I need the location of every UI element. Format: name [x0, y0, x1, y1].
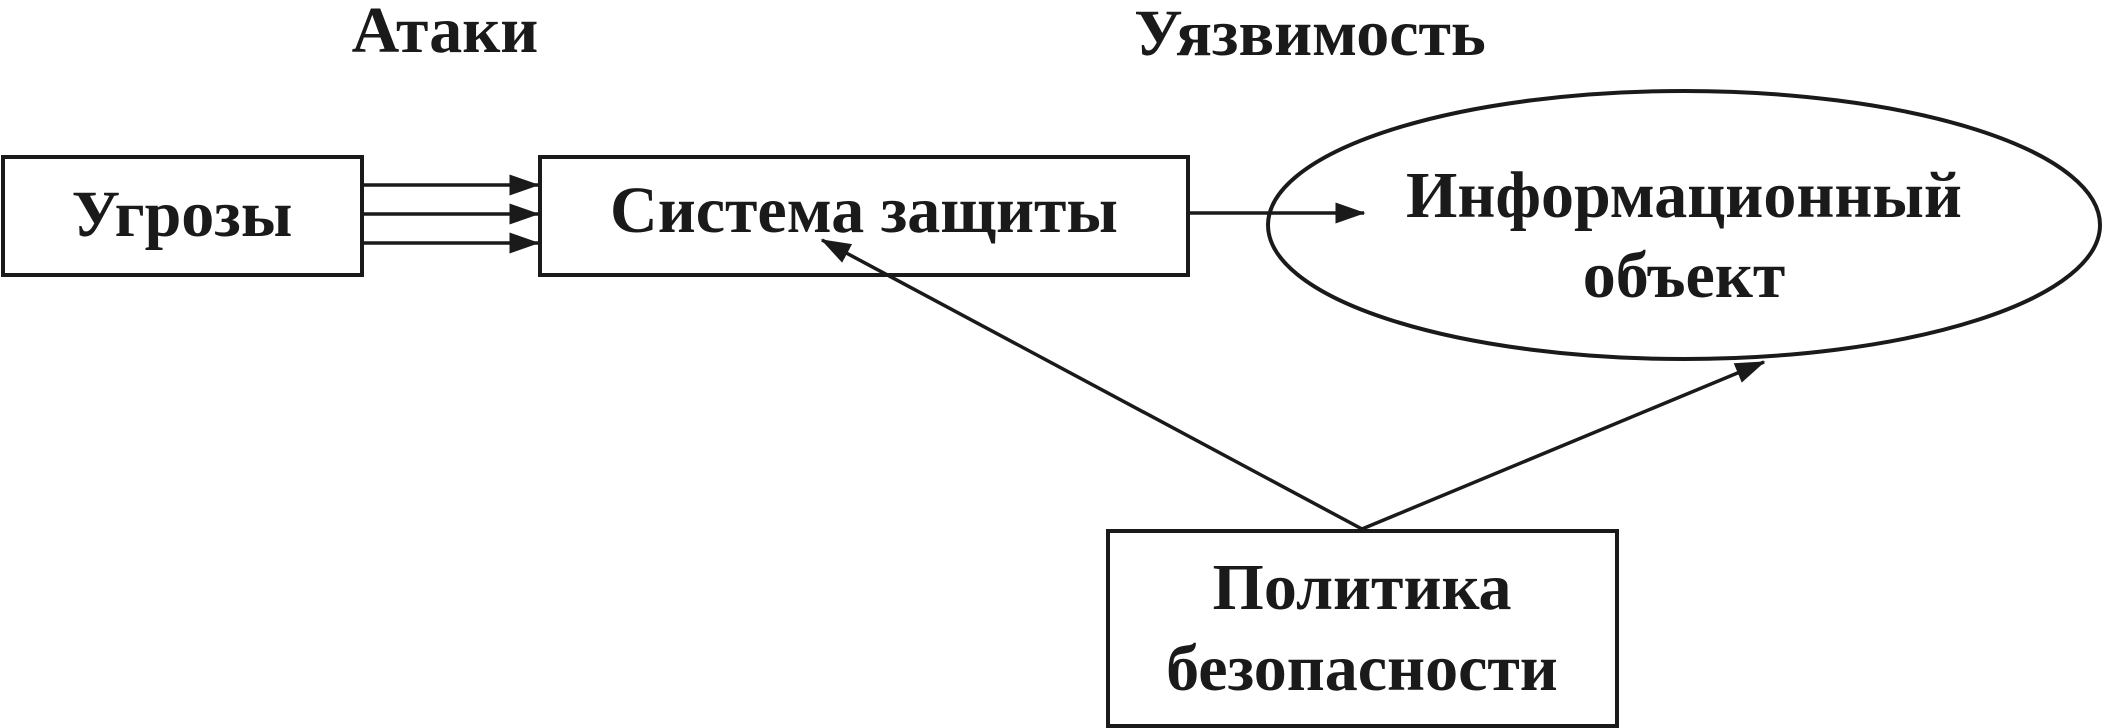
- security-policy-label-line1: Политика: [1213, 551, 1512, 624]
- label-vulnerability: Уязвимость: [1134, 0, 1486, 70]
- information-object-label-line1: Информационный: [1406, 159, 1962, 232]
- information-object-ellipse: [1266, 89, 2102, 361]
- security-policy-label-line2: безопасности: [1166, 632, 1558, 705]
- arrows-threats-to-protection: [364, 174, 540, 254]
- threats-label: Угрозы: [72, 178, 293, 251]
- protection-system-box: [538, 155, 1190, 277]
- node-threats: Угрозы: [1, 155, 364, 277]
- arrow-policy-to-protection: [820, 238, 1363, 531]
- threats-box: [1, 155, 364, 277]
- label-attacks: Атаки: [352, 0, 539, 67]
- node-protection-system: Система защиты: [538, 155, 1190, 277]
- security-policy-box: [1106, 529, 1619, 728]
- protection-system-label: Система защиты: [610, 174, 1118, 247]
- node-security-policy: Политика безопасности: [1106, 529, 1619, 728]
- arrow-policy-to-object: [1361, 360, 1766, 531]
- information-object-label-line2: объект: [1583, 239, 1786, 312]
- node-information-object: Информационный объект: [1266, 89, 2102, 361]
